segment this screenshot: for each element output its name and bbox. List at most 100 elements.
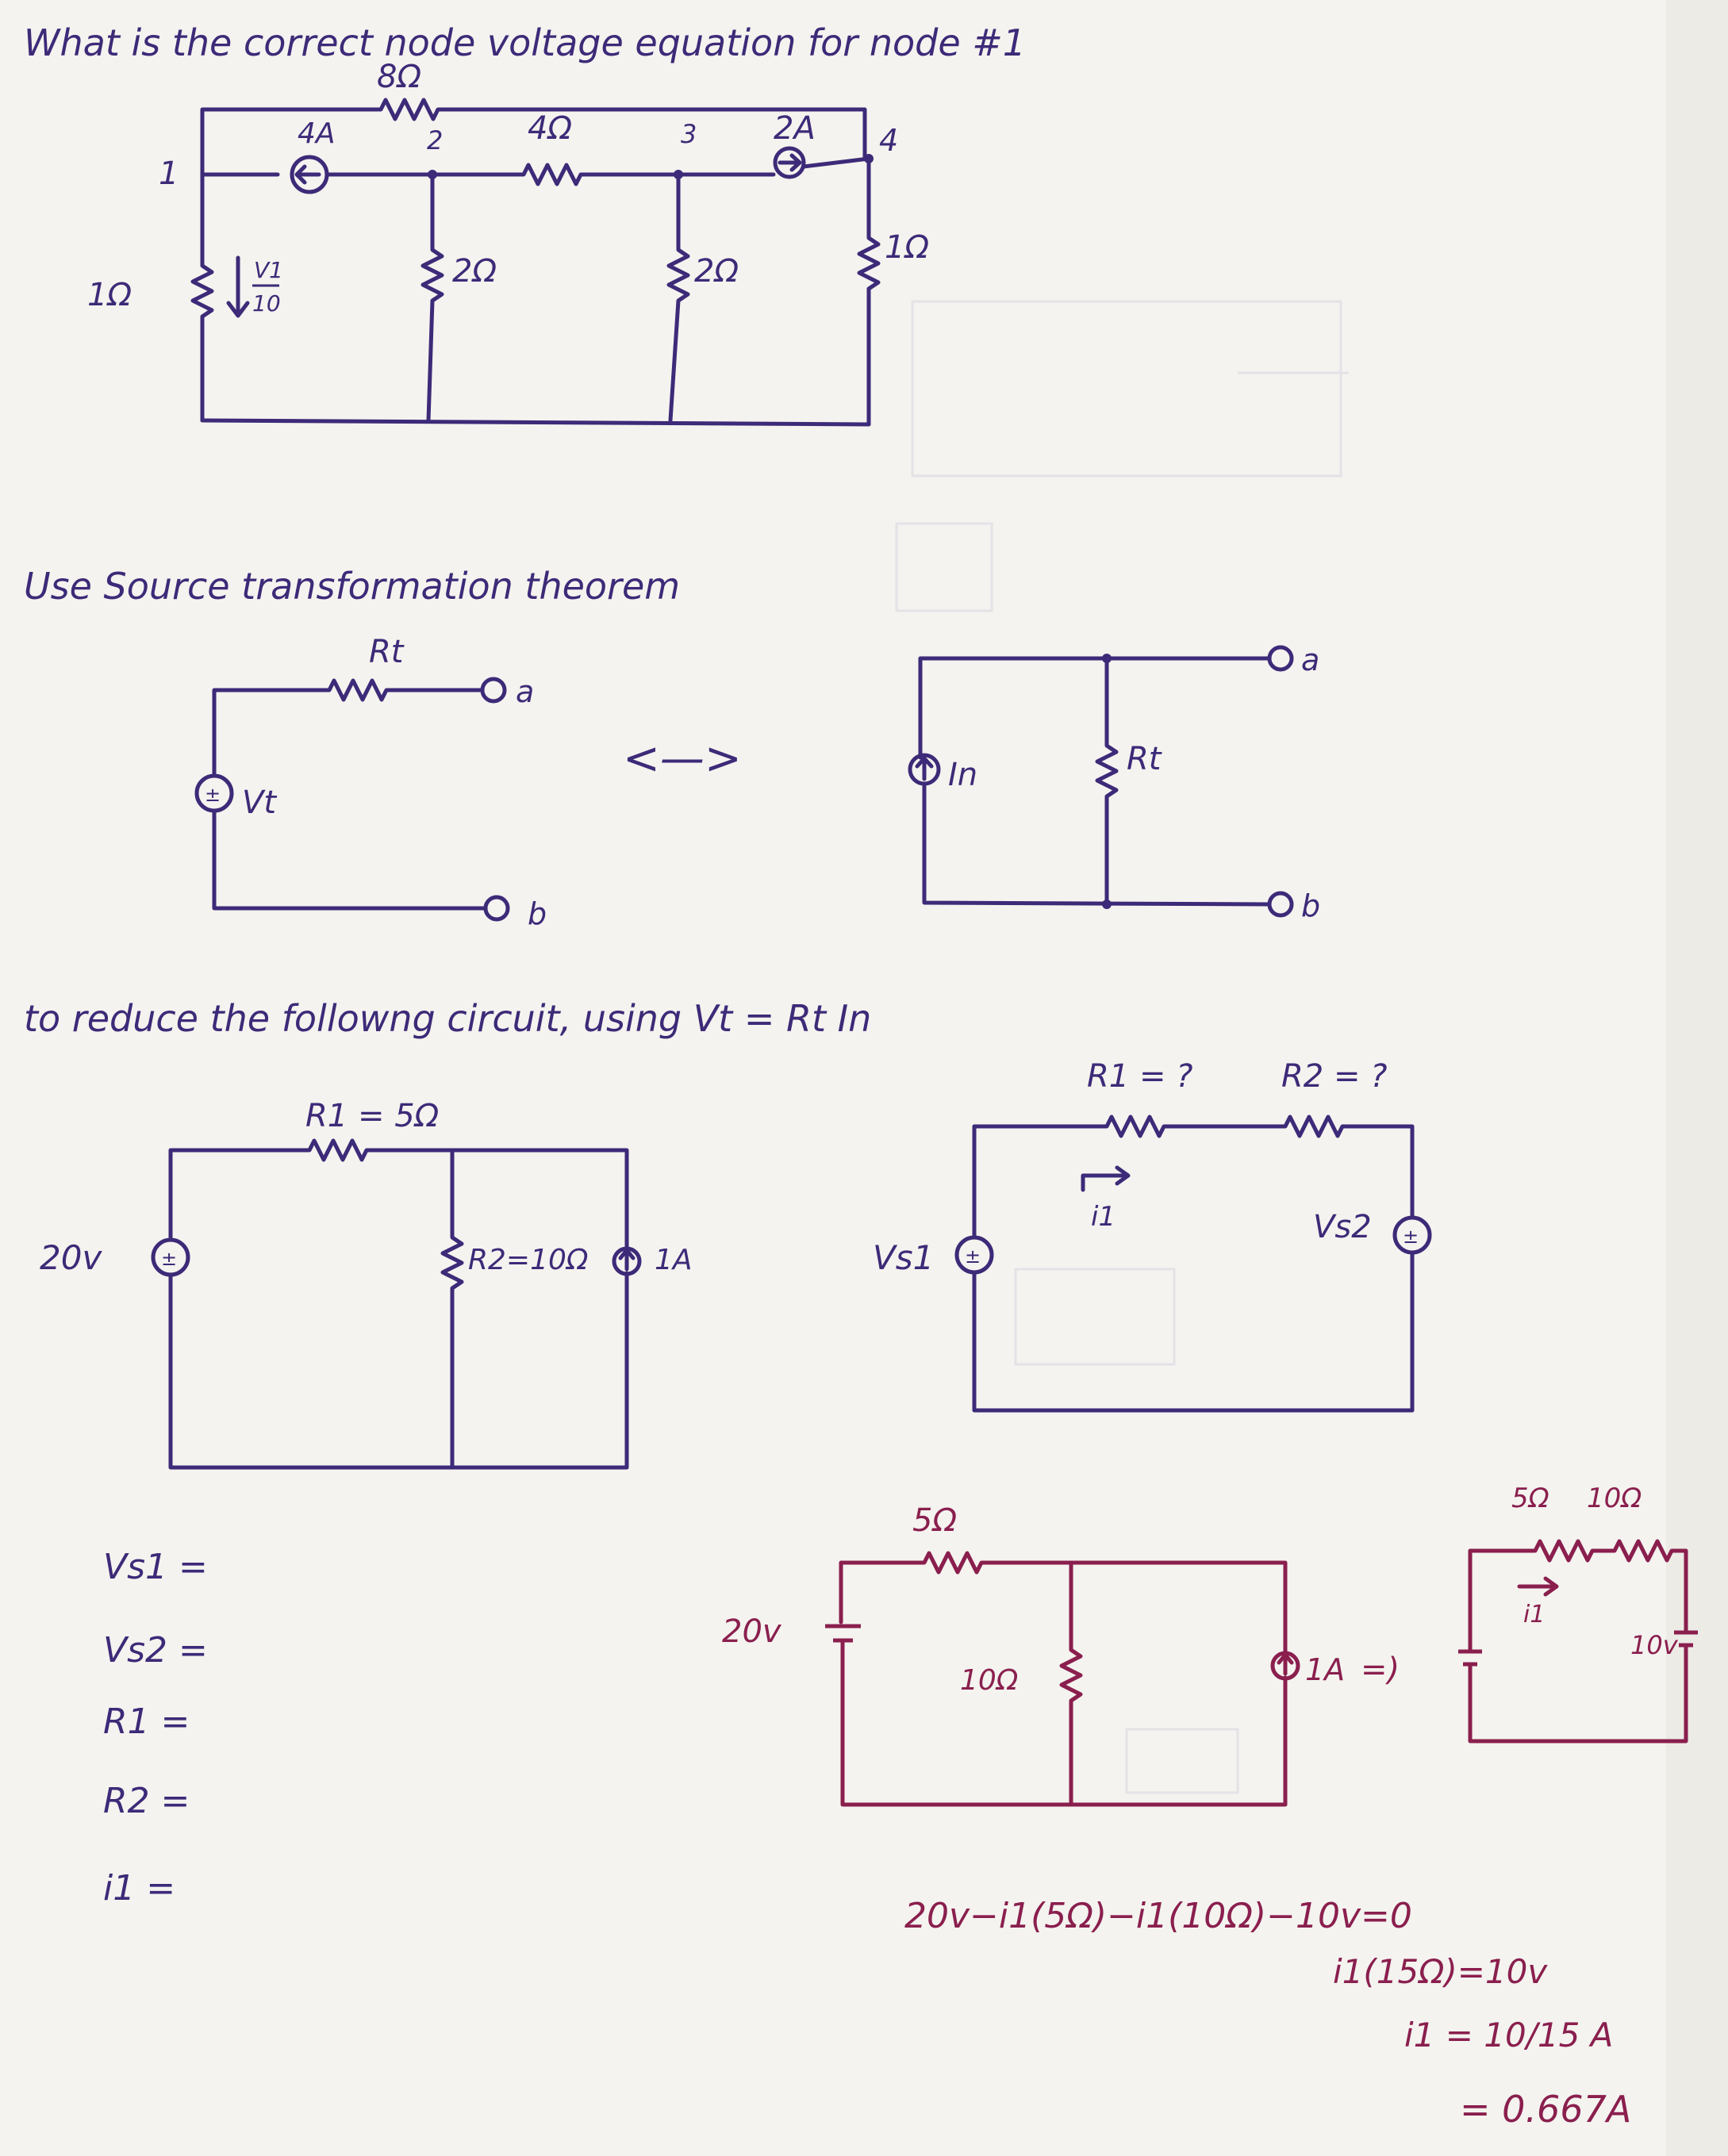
answer-r1: R1 =	[103, 1701, 190, 1742]
label-r1: R1 = ?	[1087, 1058, 1192, 1095]
label-5ohm: 5Ω	[912, 1502, 957, 1539]
node-dot	[1102, 900, 1112, 909]
label-10v: 10v	[1630, 1630, 1679, 1660]
label-i1: i1	[1523, 1601, 1545, 1629]
wire-top-r1	[168, 1138, 629, 1252]
node-dot	[864, 154, 874, 163]
plus-minus-icon: ±	[205, 784, 221, 806]
wire-bottom	[1468, 1644, 1688, 1744]
label-r1: R1 = 5Ω	[305, 1098, 440, 1134]
arrow-up-icon	[618, 1248, 636, 1272]
label-a2: a	[1301, 643, 1319, 677]
question-2-line-1: Use Source transformation theorem	[24, 565, 680, 608]
wire-bottom	[972, 1251, 1415, 1413]
wire-bottom	[200, 418, 871, 427]
label-dep-den: 10	[252, 290, 281, 316]
wire-left-1ohm	[190, 172, 214, 423]
equivalence-arrow: <—>	[623, 733, 742, 785]
equation-fraction: i1 = 10/15 A	[1404, 2016, 1613, 2054]
wire	[801, 156, 871, 169]
plus-minus-icon: ±	[1403, 1226, 1419, 1248]
wire-10ohm	[1059, 1560, 1083, 1807]
current-source-2a-icon	[773, 146, 806, 179]
label-10ohm-b: 10Ω	[1587, 1483, 1642, 1514]
wire-right-1ohm	[857, 156, 881, 427]
label-left-1ohm: 1Ω	[87, 277, 132, 313]
answer-vs2: Vs2 =	[103, 1630, 208, 1671]
answer-r2: R2 =	[103, 1781, 190, 1821]
terminal-b-icon	[1267, 891, 1294, 918]
wire-bottom	[212, 808, 486, 911]
label-10ohm: 10Ω	[960, 1664, 1019, 1697]
label-1a: 1A	[1305, 1652, 1345, 1687]
label-2ohm-b: 2Ω	[694, 253, 739, 290]
label-rt: Rt	[369, 634, 405, 670]
terminal-b-icon	[483, 895, 510, 922]
node-dot	[428, 170, 437, 179]
wire-bottom	[922, 781, 1272, 907]
terminal-a-icon	[480, 677, 507, 704]
circuit-3: ± ± R1 = ? R2 = ? Vs1 Vs2 i1	[873, 1058, 1432, 1413]
answer-list: Vs1 = Vs2 = R1 = R2 = i1 =	[103, 1547, 208, 1909]
label-node-4: 4	[879, 123, 898, 158]
label-rt2: Rt	[1127, 741, 1162, 777]
wire-bottom	[168, 1271, 629, 1470]
label-2a: 2A	[774, 110, 816, 147]
plus-minus-icon: ±	[161, 1248, 177, 1270]
arrow-up-icon	[1277, 1652, 1294, 1676]
label-vs1: Vs1	[873, 1238, 934, 1277]
label-8ohm: 8Ω	[377, 59, 421, 95]
page-edge-shadow	[1666, 0, 1728, 2156]
solution-circuit: 5Ω 20v 10Ω 1A =)	[722, 1502, 1400, 1807]
label-4a: 4A	[298, 117, 336, 150]
current-arrow-icon	[1517, 1576, 1559, 1597]
wire-rt	[212, 678, 482, 776]
label-implies: =)	[1361, 1652, 1400, 1688]
wire-4ohm	[430, 163, 681, 186]
node-dot	[1102, 654, 1112, 663]
question-1-text: What is the correct node voltage equatio…	[24, 21, 1026, 64]
norton-circuit: In Rt a b	[908, 643, 1320, 923]
equation-kvl: 20v−i1(5Ω)−i1(10Ω)−10v=0	[904, 1896, 1412, 1936]
label-r2: R2 = ?	[1281, 1058, 1387, 1095]
equation-result: = 0.667A	[1460, 2088, 1631, 2131]
wire-r2	[440, 1148, 464, 1470]
label-node-1: 1	[159, 155, 179, 192]
bleed-through-marks	[895, 300, 1349, 1794]
label-a: a	[516, 674, 534, 709]
label-node-2: 2	[427, 125, 443, 155]
wire-top-8ohm	[200, 98, 867, 177]
label-20v: 20v	[722, 1613, 782, 1650]
wire-2ohm-b	[666, 172, 690, 423]
wire-rt	[1095, 656, 1119, 907]
arrow-right-icon	[778, 153, 802, 172]
label-dep-num: V1	[254, 257, 283, 283]
wire-top	[918, 656, 1272, 760]
solution-equations: 20v−i1(5Ω)−i1(10Ω)−10v=0 i1(15Ω)=10v i1 …	[904, 1896, 1631, 2131]
wire-2ohm-a	[420, 172, 444, 423]
reduced-circuit: 5Ω 10Ω i1 10v	[1458, 1483, 1698, 1744]
terminal-a-icon	[1267, 645, 1294, 672]
wire-top	[972, 1114, 1415, 1240]
node-dot	[674, 170, 683, 179]
label-b: b	[528, 896, 547, 931]
label-4ohm: 4Ω	[528, 110, 572, 147]
plus-minus-icon: ±	[965, 1245, 981, 1268]
label-b2: b	[1301, 888, 1320, 923]
equation-simplified: i1(15Ω)=10v	[1333, 1952, 1548, 1991]
label-r2: R2=10Ω	[468, 1244, 589, 1276]
label-i1: i1	[1091, 1201, 1116, 1233]
current-arrow-icon	[1081, 1165, 1131, 1192]
circuit-2: ± R1 = 5Ω 20v R2=10Ω 1A	[40, 1098, 693, 1470]
label-in: In	[948, 757, 977, 793]
label-1a: 1A	[655, 1244, 693, 1276]
label-vs2: Vs2	[1313, 1209, 1372, 1245]
label-vt: Vt	[242, 785, 277, 821]
circuit-1: 8Ω 4A 2 4Ω 3 2A 4 1 1Ω V1 10 2Ω 2Ω 1Ω	[87, 59, 929, 427]
arrow-left-icon	[294, 164, 321, 185]
arrow-up-icon	[915, 756, 934, 781]
label-right-1ohm: 1Ω	[885, 229, 929, 266]
label-node-3: 3	[681, 119, 697, 149]
label-2ohm-a: 2Ω	[452, 253, 497, 290]
